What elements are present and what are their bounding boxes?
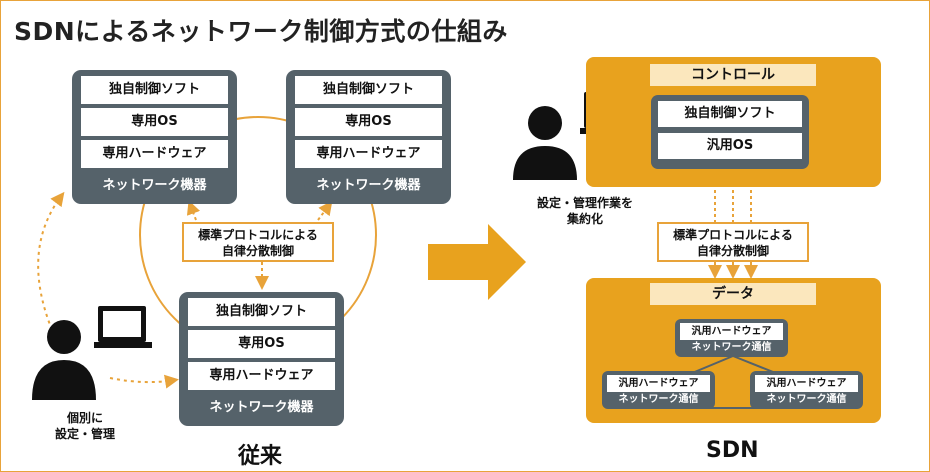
section-label-sdn: SDN	[706, 438, 759, 463]
data-plane: データ 汎用ハードウェア ネットワーク通信 汎用ハードウェア ネットワーク通信 …	[586, 278, 881, 423]
layer-hardware: 専用ハードウェア	[81, 140, 228, 168]
section-label-conventional: 従来	[238, 444, 283, 469]
admin-caption-line2: 集約化	[566, 212, 603, 226]
admin-caption-line1: 個別に	[66, 411, 103, 425]
protocol-line2: 自律分散制御	[221, 244, 294, 258]
network-device-left: 独自制御ソフト 専用OS 専用ハードウェア ネットワーク機器	[72, 70, 237, 204]
device-label: ネットワーク機器	[209, 400, 314, 415]
dotted-arrow-left-device	[37, 191, 65, 331]
control-plane: コントロール 独自制御ソフト 汎用OS	[586, 57, 881, 187]
protocol-line1: 標準プロトコルによる	[673, 228, 793, 242]
controller-software: 独自制御ソフト	[658, 101, 802, 127]
layer-hardware: 専用ハードウェア	[188, 362, 335, 390]
layer-os: 専用OS	[188, 330, 335, 358]
controller-box: 独自制御ソフト 汎用OS	[651, 95, 809, 169]
admin-caption-left: 個別に 設定・管理	[30, 410, 140, 442]
page-title: SDNによるネットワーク制御方式の仕組み	[14, 17, 508, 46]
switch-communication: ネットワーク通信	[691, 342, 772, 353]
switch-communication: ネットワーク通信	[766, 394, 847, 405]
dotted-arrow-bottom-device	[109, 374, 179, 389]
protocol-callout-conventional: 標準プロトコルによる 自律分散制御	[182, 222, 334, 262]
transition-arrow	[428, 224, 526, 300]
device-label: ネットワーク機器	[316, 178, 421, 193]
switch-top: 汎用ハードウェア ネットワーク通信	[675, 319, 788, 357]
network-device-right: 独自制御ソフト 専用OS 専用ハードウェア ネットワーク機器	[286, 70, 451, 204]
layer-os: 専用OS	[295, 108, 442, 136]
switch-communication: ネットワーク通信	[618, 394, 699, 405]
switch-left: 汎用ハードウェア ネットワーク通信	[602, 371, 715, 409]
switch-hardware: 汎用ハードウェア	[607, 375, 710, 392]
layer-control-software: 独自制御ソフト	[295, 76, 442, 104]
layer-os: 専用OS	[81, 108, 228, 136]
dotted-arrow-up-left	[186, 200, 201, 221]
admin-caption-line2: 設定・管理	[54, 427, 115, 441]
data-label: データ	[650, 283, 816, 305]
network-device-bottom: 独自制御ソフト 専用OS 専用ハードウェア ネットワーク機器	[179, 292, 344, 426]
layer-hardware: 専用ハードウェア	[295, 140, 442, 168]
admin-caption-right: 設定・管理作業を 集約化	[520, 195, 650, 227]
switch-hardware: 汎用ハードウェア	[755, 375, 858, 392]
device-label: ネットワーク機器	[102, 178, 207, 193]
protocol-callout-sdn: 標準プロトコルによる 自律分散制御	[657, 222, 809, 262]
dotted-arrow-up-right	[317, 200, 333, 221]
switch-hardware: 汎用ハードウェア	[680, 323, 783, 340]
admin-caption-line1: 設定・管理作業を	[536, 196, 633, 210]
protocol-line2: 自律分散制御	[696, 244, 769, 258]
control-label: コントロール	[650, 64, 816, 86]
admin-person-left	[32, 306, 152, 400]
protocol-line1: 標準プロトコルによる	[198, 228, 318, 242]
layer-control-software: 独自制御ソフト	[188, 298, 335, 326]
switch-right: 汎用ハードウェア ネットワーク通信	[750, 371, 863, 409]
controller-os: 汎用OS	[658, 133, 802, 159]
layer-control-software: 独自制御ソフト	[81, 76, 228, 104]
